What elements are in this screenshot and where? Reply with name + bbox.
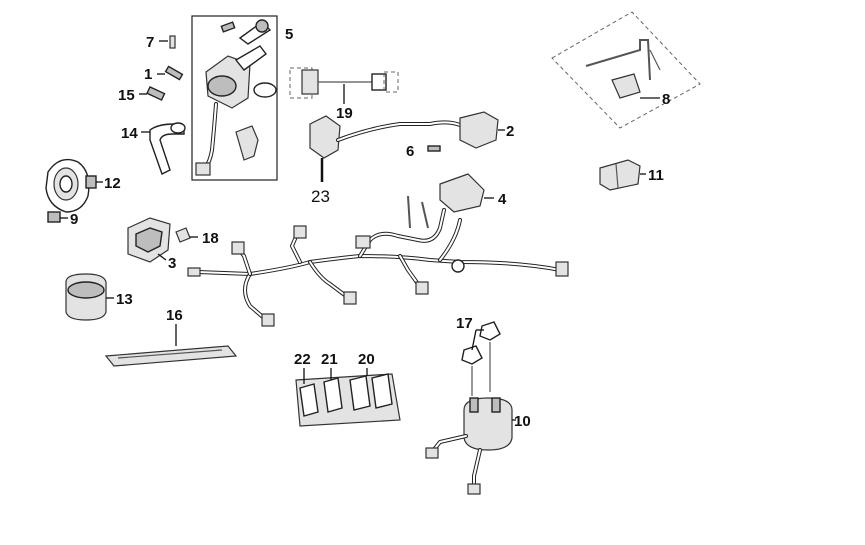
callout-20: 20 (358, 351, 375, 368)
callout-10: 10 (514, 413, 531, 430)
callout-8: 8 (662, 91, 670, 108)
wire-kit-frame (551, 11, 701, 129)
elbow-boot (235, 125, 259, 161)
ignition-coil-2 (309, 111, 505, 182)
callout-16: 16 (166, 307, 183, 324)
relay-4 (439, 173, 494, 213)
connector-11 (599, 159, 646, 191)
bolt-6-shape (427, 145, 441, 152)
relay-4-shape (439, 173, 485, 213)
callout-7: 7 (146, 34, 154, 51)
key-part (220, 21, 236, 33)
ignition-lock-cylinder (207, 75, 237, 97)
callout-23: 23 (311, 187, 330, 206)
callout-1: 1 (144, 66, 152, 83)
relay-set-20-22 (295, 368, 401, 427)
horn-12 (45, 158, 103, 213)
callout-11: 11 (648, 167, 664, 184)
coil-wire (336, 120, 464, 142)
clip-18-shape (175, 227, 191, 243)
boot-13 (65, 273, 114, 321)
callout-17: 17 (456, 315, 473, 332)
callout-13: 13 (116, 291, 133, 308)
ignition-switch-assembly (191, 15, 278, 181)
bolt-6 (427, 145, 441, 152)
callout-4: 4 (498, 191, 507, 208)
bolt-1 (157, 65, 184, 81)
callout-14: 14 (121, 125, 138, 142)
bolt-1-shape (164, 65, 184, 81)
nut-17b (461, 345, 483, 365)
sensor-19 (289, 67, 399, 104)
main-wiring-harness (187, 195, 569, 327)
sensor-19-body (301, 69, 319, 95)
bolt-9-shape (47, 211, 61, 223)
switch-cap (253, 82, 277, 98)
starter-relay-10 (425, 321, 516, 495)
screw-7-shape (169, 35, 176, 49)
callout-2: 2 (506, 123, 514, 140)
callout-5: 5 (285, 26, 293, 43)
bolt-15 (139, 85, 166, 101)
ignition-coil-body (459, 111, 499, 149)
bolt-9 (47, 211, 68, 223)
nut-17a (479, 321, 501, 341)
spark-plug-cap (309, 115, 341, 159)
bolt-15-shape (146, 85, 166, 101)
switch-connector (195, 162, 211, 176)
callout-19: 19 (336, 105, 353, 122)
wire-kit-connector (611, 73, 641, 99)
callout-3: 3 (168, 255, 176, 272)
connector-11-shape (599, 159, 641, 191)
key-head (255, 19, 269, 33)
wire-kit-8 (551, 11, 701, 129)
switch-mount-tab (234, 45, 267, 71)
callout-21: 21 (321, 351, 338, 368)
screw-7 (159, 35, 176, 49)
regulator-3 (127, 217, 171, 263)
callout-18: 18 (202, 230, 219, 247)
callout-6: 6 (406, 143, 414, 160)
callout-labels: 5 7 1 15 14 12 9 3 18 13 16 19 2 6 23 4 … (70, 26, 670, 430)
callout-12: 12 (104, 175, 121, 192)
ignition-group-frame (191, 15, 278, 181)
callout-15: 15 (118, 87, 135, 104)
strip-16 (104, 324, 238, 367)
callout-22: 22 (294, 351, 311, 368)
strip-16-shape (104, 345, 238, 367)
hose-14-shape (149, 123, 185, 175)
callout-9: 9 (70, 211, 78, 228)
clip-18 (175, 227, 198, 243)
hose-14 (141, 122, 186, 175)
